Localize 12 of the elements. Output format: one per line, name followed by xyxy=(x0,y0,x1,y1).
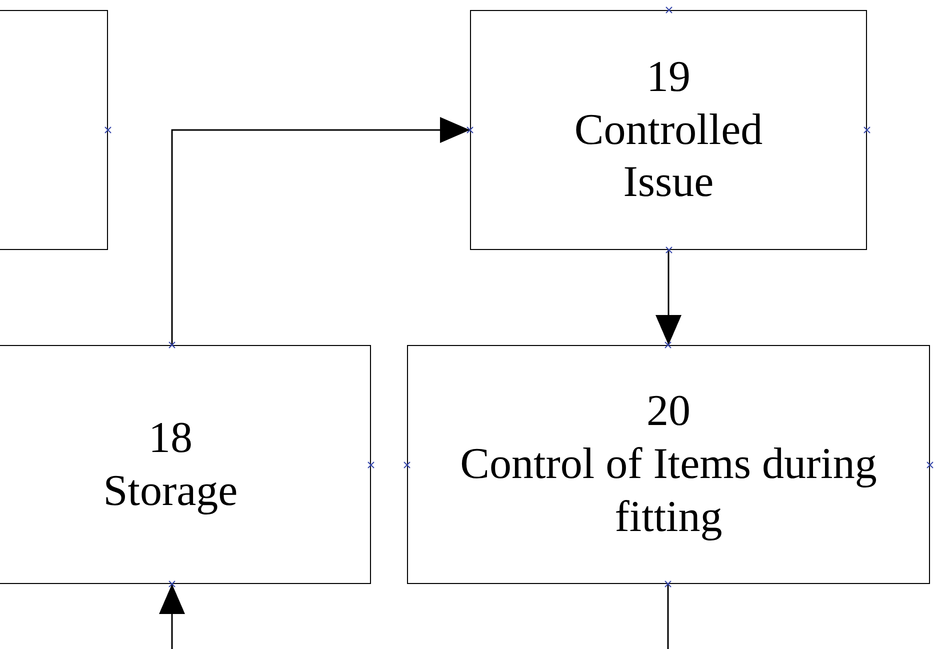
step-label: Controlled Issue xyxy=(573,104,764,208)
process-box xyxy=(407,345,930,584)
process-box xyxy=(470,10,867,250)
step-number: 18 xyxy=(148,412,192,464)
step-number: 20 xyxy=(646,385,690,438)
step-label: Control of Items during fitting xyxy=(459,438,878,543)
step-label: Storage xyxy=(103,464,238,516)
step-number: 19 xyxy=(646,50,690,103)
process-box xyxy=(0,345,371,584)
arrow xyxy=(159,584,185,649)
arrow xyxy=(171,117,470,345)
arrow xyxy=(656,250,682,345)
